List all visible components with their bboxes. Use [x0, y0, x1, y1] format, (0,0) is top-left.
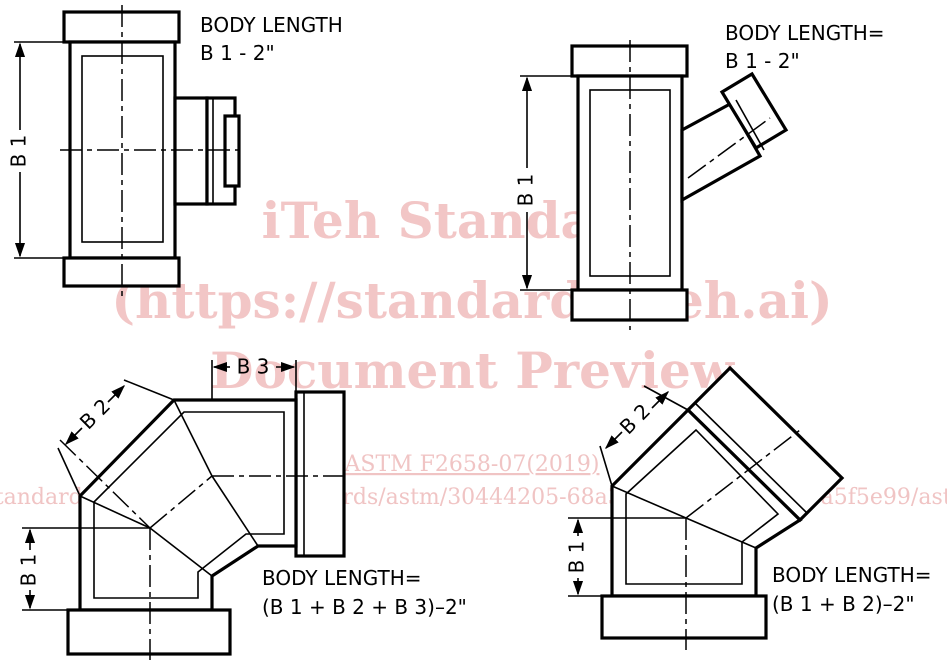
wye-body-length-formula: B 1 - 2" — [725, 49, 800, 73]
elbow90-dim-b3: B 3 — [237, 355, 270, 379]
tee-dim-b1: B 1 — [7, 135, 31, 168]
elbow90-body-length-formula: (B 1 + B 2 + B 3)–2" — [262, 595, 467, 619]
wye-branch-hub — [719, 71, 789, 151]
watermark-line2: (https://standards.iteh.ai) — [111, 271, 832, 330]
tee-body-length-formula: B 1 - 2" — [200, 41, 275, 65]
watermark-line3: Document Preview — [210, 341, 736, 400]
tee-body — [68, 40, 177, 260]
elbow45-dim-b1: B 1 — [565, 541, 589, 574]
wye-body-length-label: BODY LENGTH= — [725, 21, 885, 45]
wye-branch — [680, 101, 763, 203]
tee-fitting: B 1 BODY LENGTH B 1 - 2" — [7, 5, 343, 298]
watermark-standard-link[interactable]: ASTM F2658-07(2019) — [344, 452, 600, 477]
elbow45-bottom-hub — [600, 594, 768, 640]
elbow90-bottom-hub — [66, 608, 232, 656]
elbow90-body-inner — [93, 411, 285, 599]
wye-dim-b1: B 1 — [514, 174, 538, 207]
tee-branch-socket — [173, 96, 209, 206]
tee-body-length-label: BODY LENGTH — [200, 13, 343, 37]
elbow45-body-length-formula: (B 1 + B 2)–2" — [772, 592, 915, 616]
elbow45-body-length-label: BODY LENGTH= — [772, 563, 932, 587]
elbow45-body-inner — [625, 428, 780, 585]
elbow90-body-length-label: BODY LENGTH= — [262, 566, 422, 590]
elbow90-dim-b1: B 1 — [17, 554, 41, 587]
wye-fitting: B 1 BODY LENGTH= B 1 - 2" — [514, 21, 885, 330]
elbow-45-fitting: B 2 B 1 BODY LENGTH= (B 1 + B 2)–2" — [565, 365, 932, 650]
